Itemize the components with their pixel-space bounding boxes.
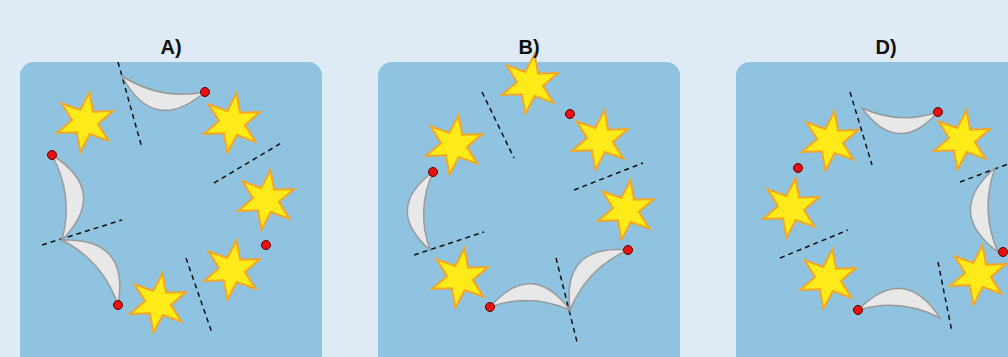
panel [736, 62, 1008, 357]
star-symbol [426, 115, 482, 174]
red-dot [201, 88, 210, 97]
star-symbol [934, 110, 990, 169]
star-symbol [57, 92, 113, 151]
panel-label: D) [875, 36, 896, 59]
star-symbol [800, 249, 856, 308]
star-symbol [432, 248, 488, 307]
red-dot [114, 301, 123, 310]
star-symbol [763, 178, 819, 237]
star-symbol [204, 240, 260, 299]
crescent-piece [490, 284, 570, 310]
star-symbol [572, 110, 628, 169]
panel-label: B) [518, 36, 539, 59]
red-dot [794, 164, 803, 173]
crescent-piece [407, 172, 433, 250]
crescent-piece [122, 76, 205, 110]
red-dot [624, 246, 633, 255]
red-dot [854, 306, 863, 315]
panel [20, 62, 322, 357]
crescent-piece [62, 240, 120, 305]
crescent-piece [52, 155, 84, 240]
star-symbol [502, 54, 558, 113]
dashed-line [850, 92, 872, 165]
dashed-line [186, 258, 212, 333]
crescent-piece [970, 168, 998, 252]
dashed-line [938, 262, 952, 332]
star-symbol [802, 111, 858, 170]
red-dot [48, 151, 57, 160]
star-symbol [950, 245, 1006, 304]
dashed-line [574, 163, 643, 190]
red-dot [934, 108, 943, 117]
red-dot [262, 241, 271, 250]
red-dot [429, 168, 438, 177]
red-dot [999, 248, 1008, 257]
crescent-piece [862, 108, 938, 134]
star-symbol [204, 93, 260, 152]
crescent-piece [569, 250, 628, 311]
dashed-line [482, 92, 514, 158]
star-symbol [598, 180, 654, 239]
dashed-line [780, 230, 848, 258]
red-dot [486, 303, 495, 312]
star-symbol [130, 273, 186, 332]
crescent-piece [858, 288, 940, 318]
star-symbol [238, 170, 294, 229]
red-dot [566, 110, 575, 119]
panel-label: A) [160, 36, 181, 59]
